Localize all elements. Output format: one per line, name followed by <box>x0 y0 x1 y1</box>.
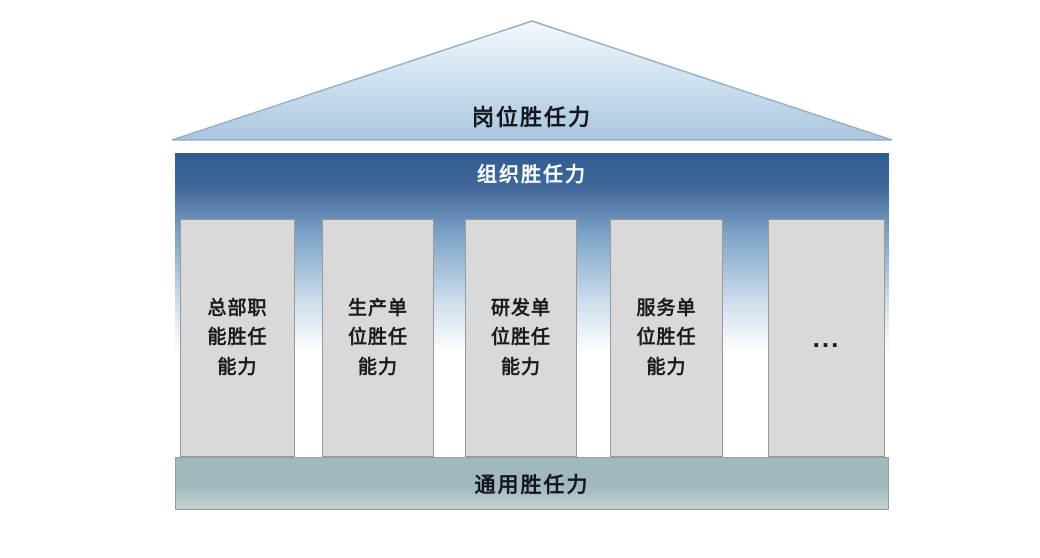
pillar-production-label: 生产单 位胜任 能力 <box>347 297 408 378</box>
pillar-service-label: 服务单 位胜任 能力 <box>636 297 697 378</box>
pillar-ellipsis-label: ... <box>812 322 841 353</box>
pillar-headquarters-label: 总部职 能胜任 能力 <box>207 297 268 378</box>
pillar-headquarters: 总部职 能胜任 能力 <box>180 219 295 457</box>
general-competency-band: 通用胜任力 <box>175 457 889 510</box>
pillar-service: 服务单 位胜任 能力 <box>610 219 723 457</box>
organizational-band-label: 组织胜任力 <box>477 164 587 186</box>
pillar-ellipsis: ... <box>768 219 885 457</box>
general-competency-label: 通用胜任力 <box>474 473 590 497</box>
pillar-rd: 研发单 位胜任 能力 <box>465 219 577 457</box>
pillar-production: 生产单 位胜任 能力 <box>322 219 434 457</box>
pillar-rd-label: 研发单 位胜任 能力 <box>490 297 551 378</box>
roof-shape-icon <box>171 20 893 141</box>
roof-label: 岗位胜任力 <box>471 105 592 130</box>
roof-triangle: 岗位胜任力 <box>170 20 894 142</box>
